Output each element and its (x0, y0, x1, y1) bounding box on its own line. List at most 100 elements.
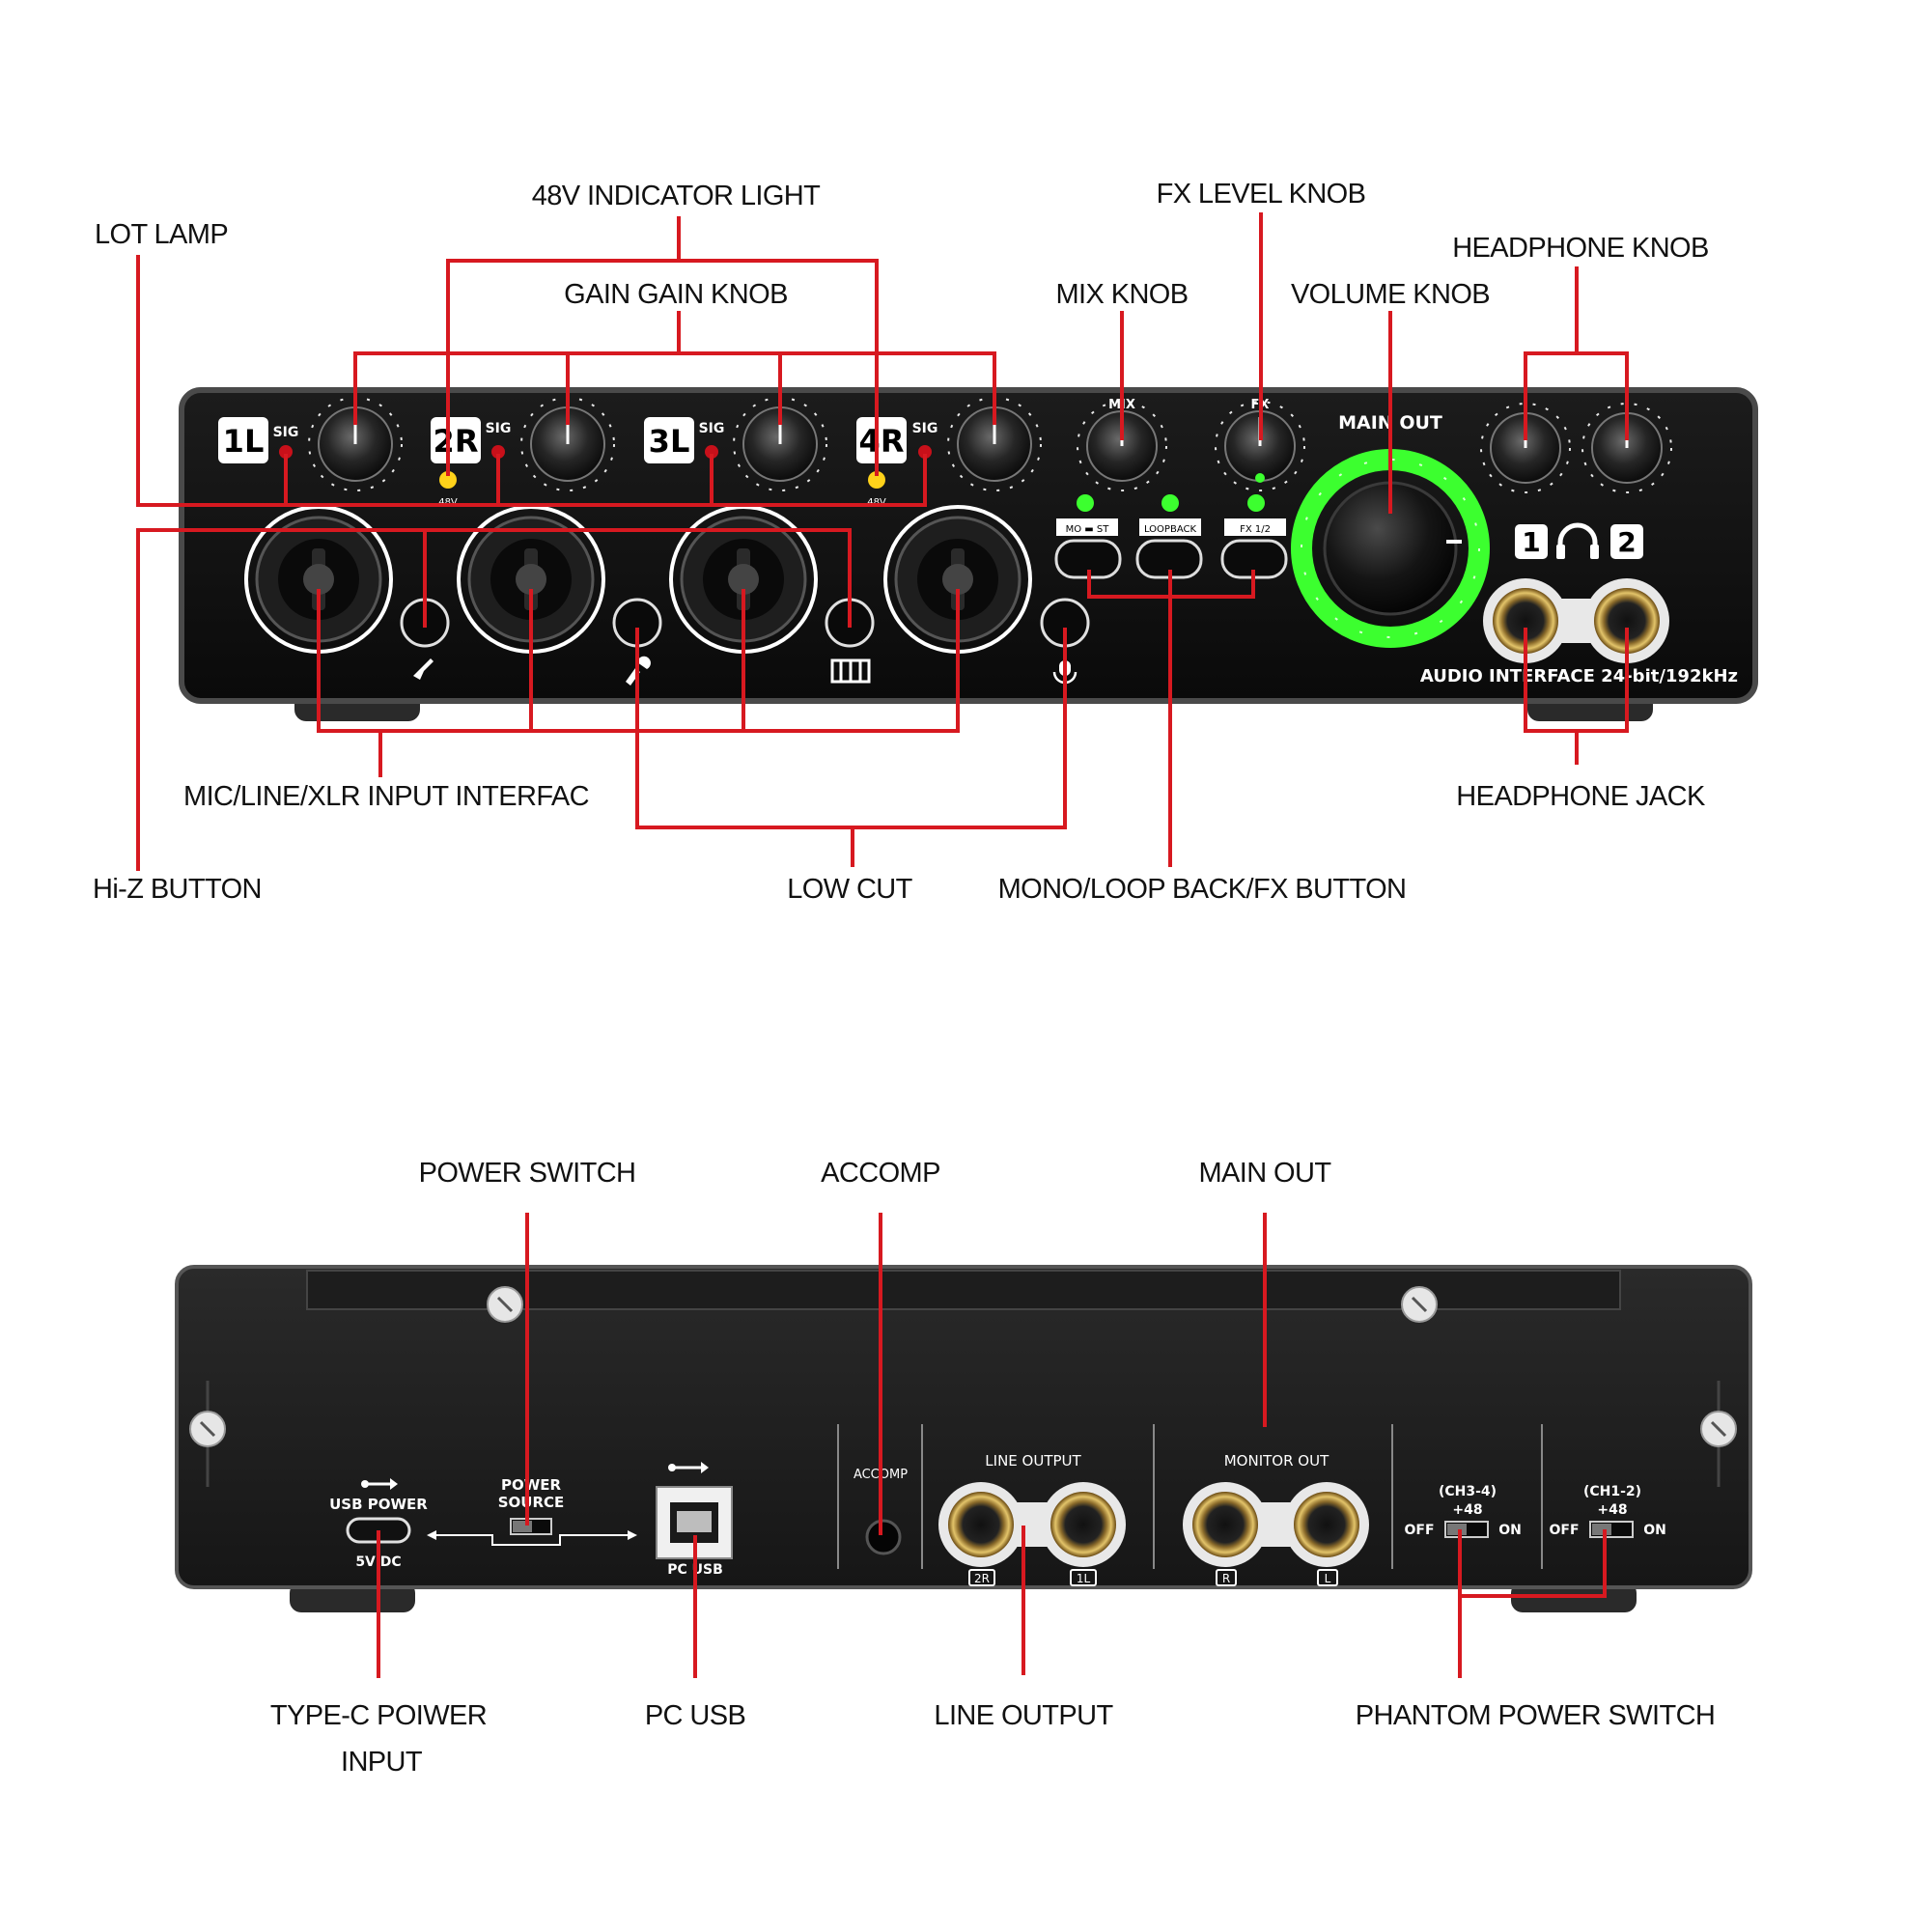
callout-hiz-button: Hi-Z BUTTON (93, 874, 262, 905)
svg-text:+48: +48 (1452, 1502, 1482, 1518)
callout-headphone-knob: HEADPHONE KNOB (1452, 233, 1709, 264)
callout-accomp: ACCOMP (821, 1158, 940, 1189)
callout-power-switch: POWER SWITCH (419, 1158, 636, 1189)
callout-lot-lamp: LOT LAMP (95, 219, 228, 250)
back-panel: USB POWER 5V DC POWER SOURCE PC USB (175, 1265, 1752, 1612)
monitor-output-jacks[interactable]: MONITOR OUT R L (1183, 1452, 1369, 1586)
headphone-badge-2: 2 (1610, 524, 1643, 559)
callout-gain-knob: GAIN GAIN KNOB (564, 279, 788, 310)
sig-led-2 (491, 445, 505, 459)
front-callouts: LOT LAMP 48V INDICATOR LIGHT GAIN GAIN K… (93, 179, 1709, 905)
monitor-output-r[interactable] (1192, 1492, 1258, 1557)
svg-text:(CH1-2): (CH1-2) (1583, 1484, 1641, 1499)
mono-led (1077, 494, 1094, 512)
svg-text:ON: ON (1643, 1523, 1666, 1538)
line-output-jacks[interactable]: LINE OUTPUT 2R 1L (938, 1452, 1126, 1586)
callout-phantom-switch: PHANTOM POWER SWITCH (1356, 1700, 1716, 1731)
svg-text:2R: 2R (974, 1572, 990, 1585)
usb-icon (361, 1478, 398, 1490)
svg-text:4R: 4R (859, 423, 905, 460)
headphone-knob-1[interactable] (1480, 403, 1571, 493)
callout-mix-knob: MIX KNOB (1056, 279, 1189, 310)
callout-line-output: LINE OUTPUT (934, 1700, 1113, 1731)
front-leader-lines (136, 212, 1629, 871)
svg-text:OFF: OFF (1549, 1523, 1579, 1538)
callout-mono-button: MONO/LOOP BACK/FX BUTTON (998, 874, 1407, 905)
headphone-badge-1: 1 (1515, 524, 1548, 559)
led-48v-2 (868, 471, 885, 489)
svg-text:LOOPBACK: LOOPBACK (1144, 524, 1196, 535)
fx-led (1247, 494, 1265, 512)
svg-text:48V: 48V (438, 497, 458, 508)
svg-text:ON: ON (1498, 1523, 1522, 1538)
svg-text:MONITOR OUT: MONITOR OUT (1224, 1452, 1329, 1470)
svg-text:1L: 1L (223, 423, 265, 460)
svg-text:2R: 2R (434, 423, 479, 460)
callout-main-out: MAIN OUT (1199, 1158, 1332, 1189)
power-switch[interactable]: POWER SOURCE (427, 1476, 637, 1546)
channel-4r: 4R SIG (856, 417, 938, 463)
svg-text:POWER: POWER (501, 1476, 562, 1494)
svg-text:LINE OUTPUT: LINE OUTPUT (985, 1452, 1081, 1470)
loopback-button[interactable]: LOOPBACK (1135, 518, 1203, 579)
headphone-jack-2[interactable] (1594, 588, 1660, 654)
sig-led-4 (918, 445, 932, 459)
xlr-input-3[interactable] (669, 505, 818, 654)
svg-text:R: R (1222, 1572, 1230, 1585)
svg-text:SOURCE: SOURCE (498, 1494, 565, 1511)
keyboard-icon (830, 658, 871, 684)
callout-48v-indicator: 48V INDICATOR LIGHT (532, 181, 821, 211)
svg-text:SIG: SIG (699, 421, 725, 436)
usb-icon (668, 1462, 709, 1473)
callout-volume-knob: VOLUME KNOB (1291, 279, 1490, 310)
loopback-led (1161, 494, 1179, 512)
channel-3l: 3L SIG (644, 417, 724, 463)
sig-led-1 (279, 445, 293, 459)
svg-text:48V: 48V (867, 497, 886, 508)
channel-1l: 1L SIG (218, 417, 298, 463)
callout-typec-power: TYPE-C POIWER (270, 1700, 487, 1731)
callout-headphone-jack: HEADPHONE JACK (1456, 781, 1706, 812)
headphones-icon (1556, 522, 1599, 559)
svg-text:1L: 1L (1077, 1572, 1091, 1585)
monitor-output-l[interactable] (1294, 1492, 1359, 1557)
guitar-icon (413, 658, 434, 680)
svg-text:OFF: OFF (1404, 1523, 1434, 1538)
headphone-jacks[interactable] (1483, 578, 1669, 663)
callout-pc-usb: PC USB (645, 1700, 745, 1731)
callout-typec-power-line2: INPUT (341, 1747, 423, 1778)
fx-button[interactable]: FX 1/2 (1220, 518, 1288, 579)
svg-text:SIG: SIG (273, 425, 299, 440)
line-output-2r[interactable] (948, 1492, 1014, 1557)
svg-text:FX 1/2: FX 1/2 (1240, 524, 1271, 535)
back-leader-lines (377, 1213, 1607, 1678)
phantom-switch-ch12[interactable]: (CH1-2) +48 OFF ON (1549, 1484, 1666, 1538)
product-label: AUDIO INTERFACE 24-bit/192kHz (1420, 666, 1738, 686)
headphone-jack-1[interactable] (1493, 588, 1558, 654)
xlr-input-4[interactable] (883, 505, 1032, 654)
sig-led-3 (705, 445, 718, 459)
svg-text:1: 1 (1522, 526, 1540, 558)
front-panel: 1L SIG 2R SIG 3L SIG 4R SIG 48V 48V (179, 387, 1758, 721)
callout-low-cut: LOW CUT (787, 874, 912, 905)
led-48v-1 (439, 471, 457, 489)
svg-text:SIG: SIG (912, 421, 938, 436)
callout-fx-level-knob: FX LEVEL KNOB (1157, 179, 1366, 210)
svg-text:SIG: SIG (486, 421, 512, 436)
back-callouts: POWER SWITCH ACCOMP MAIN OUT TYPE-C POIW… (270, 1158, 1716, 1778)
line-output-1l[interactable] (1050, 1492, 1116, 1557)
screw-icon (189, 1286, 1737, 1447)
callout-mic-input: MIC/LINE/XLR INPUT INTERFAC (183, 781, 589, 812)
svg-text:L: L (1325, 1572, 1331, 1585)
mono-stereo-button[interactable]: MO ▬ ST (1054, 518, 1122, 579)
svg-text:+48: +48 (1597, 1502, 1627, 1518)
svg-text:USB POWER: USB POWER (329, 1496, 428, 1513)
phantom-switch-ch34[interactable]: (CH3-4) +48 OFF ON (1404, 1484, 1522, 1538)
svg-text:3L: 3L (649, 423, 690, 460)
svg-text:(CH3-4): (CH3-4) (1439, 1484, 1497, 1499)
svg-text:MO ▬ ST: MO ▬ ST (1066, 524, 1110, 535)
svg-text:2: 2 (1617, 526, 1636, 558)
fx-knob[interactable]: FX (1215, 398, 1305, 491)
channel-2r: 2R SIG (431, 417, 511, 463)
